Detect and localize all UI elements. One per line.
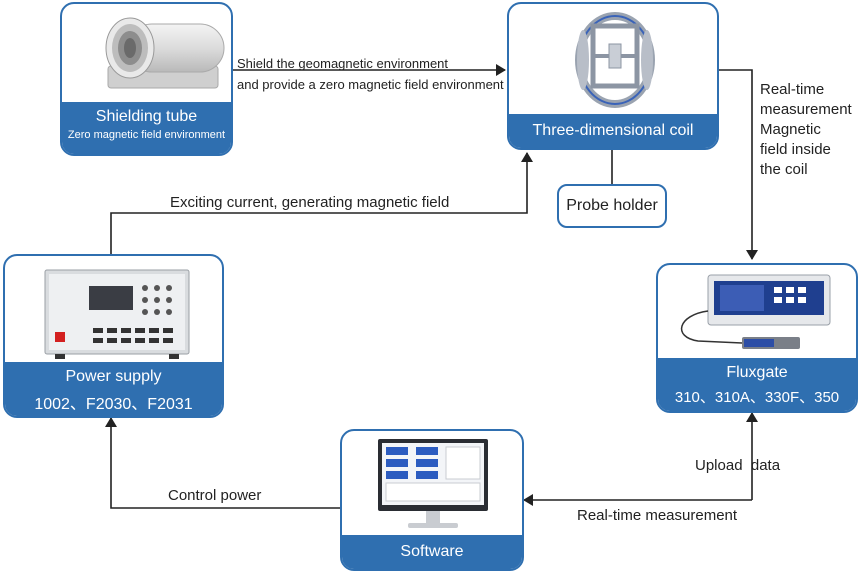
node-shielding-tube: Shielding tube Zero magnetic field envir…	[60, 2, 233, 156]
coil-title: Three-dimensional coil	[532, 122, 694, 139]
label-realtime-coil-line2: measurement	[760, 101, 852, 118]
label-control-power: Control power	[168, 487, 262, 504]
label-realtime-coil-line3: Magnetic	[760, 121, 821, 138]
edge-power-to-coil	[110, 152, 533, 254]
label-realtime-coil: Real-time measurement Magnetic field ins…	[760, 80, 852, 180]
power-supply-subtitle: 1002、F2030、F2031	[34, 396, 193, 413]
label-shield-line2: and provide a zero magnetic field enviro…	[237, 77, 504, 92]
edge-coil-to-fluxgate	[718, 69, 758, 260]
fluxgate-title: Fluxgate	[726, 364, 788, 381]
label-realtime-coil-line5: the coil	[760, 161, 808, 178]
shielding-tube-image	[105, 17, 225, 89]
label-realtime-coil-line1: Real-time	[760, 81, 825, 98]
label-exciting-current: Exciting current, generating magnetic fi…	[170, 194, 450, 211]
node-power-supply: Power supply 1002、F2030、F2031	[3, 254, 224, 418]
power-supply-image	[44, 269, 190, 359]
label-shield-line1: Shield the geomagnetic environment	[237, 56, 449, 71]
software-image	[378, 439, 488, 528]
node-probe-holder: Probe holder	[557, 184, 667, 228]
fluxgate-image	[680, 274, 831, 349]
label-upload-data: Upload data	[695, 457, 781, 474]
shielding-tube-subtitle: Zero magnetic field environment	[67, 129, 226, 141]
edge-software-to-power	[105, 417, 340, 509]
shielding-tube-title: Shielding tube	[95, 108, 198, 125]
label-realtime-measurement: Real-time measurement	[577, 507, 738, 524]
power-supply-title: Power supply	[65, 368, 162, 385]
node-software: Software	[340, 429, 524, 571]
coil-image	[575, 12, 655, 108]
node-fluxgate: Fluxgate 310、310A、330F、350	[656, 263, 858, 413]
node-three-dimensional-coil: Three-dimensional coil	[507, 2, 719, 150]
label-realtime-coil-line4: field inside	[760, 141, 831, 158]
fluxgate-subtitle: 310、310A、330F、350	[674, 389, 840, 406]
software-title: Software	[400, 543, 464, 560]
